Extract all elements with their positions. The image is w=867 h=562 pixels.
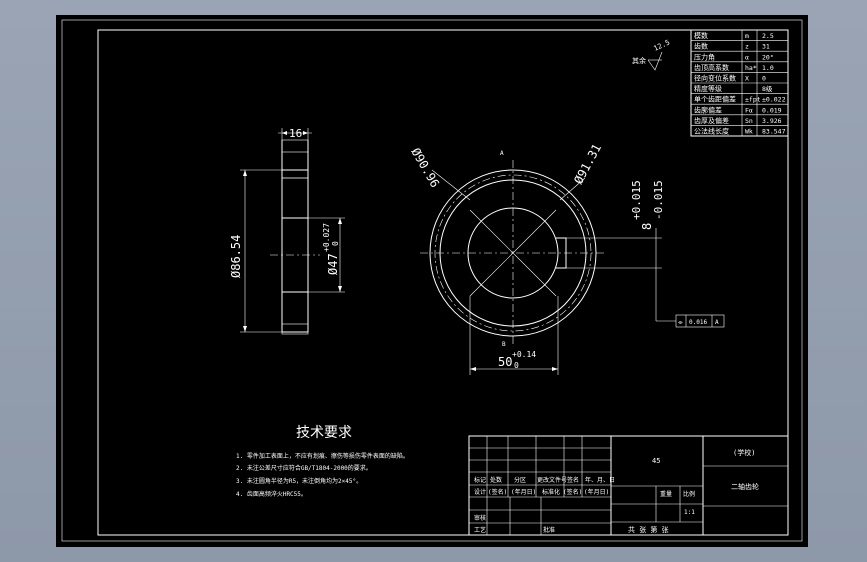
param-val: 83.547 — [762, 128, 786, 136]
param-sym: m — [745, 32, 749, 40]
inner-frame — [97, 29, 789, 536]
param-name: 精度等级 — [694, 84, 722, 93]
tb-scale: 比例 — [683, 490, 695, 498]
tech-title: 技术要求 — [296, 425, 352, 441]
tb-label: 分区 — [514, 476, 526, 484]
tb-label: (签名) — [563, 488, 582, 496]
param-name: 公法线长度 — [694, 127, 729, 136]
param-name: 单个齿距偏差 — [694, 95, 736, 104]
param-name: 齿顶高系数 — [694, 63, 729, 72]
keyway-tol-upper: +0.015 — [630, 180, 643, 220]
tech-item: 1. 零件加工表面上，不应有划痕、擦伤等损伤零件表面的缺陷。 — [236, 452, 409, 460]
tb-approve: 批准 — [543, 526, 555, 534]
bore-tol-upper: +0.027 — [322, 223, 331, 252]
tb-label: 设计 — [474, 488, 486, 496]
outer-border — [61, 19, 803, 542]
tb-scale-value: 1:1 — [684, 509, 695, 516]
param-sym: α — [745, 53, 749, 61]
tb-label: 标记 — [474, 476, 486, 484]
tb-label: 处数 — [490, 476, 502, 484]
roughness-label: 其余 — [632, 56, 646, 65]
tb-label: (年月日) — [511, 488, 536, 496]
tech-item: 4. 齿面高频淬火HRC55。 — [236, 490, 307, 498]
tb-label: (签名) — [488, 488, 507, 496]
keyway-tol-lower: -0.015 — [652, 180, 665, 220]
tol-frame-value: 0.016 — [689, 319, 707, 326]
param-val: 2.5 — [762, 32, 774, 40]
outer-dia-dim: Ø86.54 — [229, 235, 243, 278]
param-val: ±0.022 — [762, 96, 786, 104]
section-view: 16 Ø86.54 Ø47 +0.027 0 — [229, 127, 345, 335]
width-dim: 16 — [289, 127, 302, 140]
param-name: 径向变位系数 — [694, 74, 736, 83]
tb-label: 签名 — [567, 476, 579, 484]
tb-process: 工艺 — [474, 526, 486, 534]
school: (学校) — [733, 448, 755, 457]
parameter-table: 模数 m 2.5 齿数 z 31 压力角 α 20° 齿顶高系数 ha* 1.0 径向变位系数 X 0 精度等… — [690, 29, 789, 137]
datum-a: A — [500, 150, 504, 157]
tolerance-frame: ⌯ 0.016 A — [675, 314, 725, 328]
bore-dia-dim: Ø47 — [326, 253, 340, 275]
param-name: 齿数 — [694, 42, 708, 51]
keyway-w-dim: 8 — [640, 223, 654, 230]
tb-review: 审核 — [474, 514, 486, 522]
material: 45 — [652, 457, 660, 465]
tb-sheet: 共 张 第 张 — [628, 525, 669, 534]
tb-label: 更改文件号 — [537, 476, 567, 484]
param-sym: ha* — [745, 64, 757, 72]
param-val: 0 — [762, 75, 766, 83]
title-block: 45 (学校) 二轴齿轮 标记 处数 分区 更改文件号 签名 年、月、日 设计 … — [468, 435, 789, 536]
tb-weight: 重量 — [660, 490, 672, 498]
bore-tol-lower: 0 — [331, 241, 340, 246]
param-val: 20° — [762, 53, 774, 61]
drawing-sheet — [56, 15, 808, 547]
datum-b: B — [502, 341, 506, 348]
keyway-depth-dim: 50 — [498, 355, 512, 369]
keyway-depth-upper: +0.14 — [512, 350, 536, 359]
tech-item: 3. 未注圆角半径为R5，未注倒角均为2×45°。 — [236, 477, 362, 485]
tb-label: (年月日) — [584, 488, 609, 496]
tb-label: 标准化 — [542, 488, 560, 496]
tech-item: 2. 未注公差尺寸应符合GB/T1804-2000的要求。 — [236, 464, 372, 472]
param-name: 模数 — [694, 31, 708, 40]
param-val: 1.0 — [762, 64, 774, 72]
part-name: 二轴齿轮 — [731, 482, 759, 491]
param-sym: z — [745, 43, 749, 51]
param-sym: Sn — [745, 117, 753, 125]
param-name: 压力角 — [694, 52, 715, 61]
tb-label: 年、月、日 — [585, 476, 615, 484]
param-name: 齿厚及偏差 — [694, 116, 729, 125]
param-sym: Wk — [745, 128, 753, 136]
param-sym: ±fpt — [745, 96, 761, 104]
param-val: 3.926 — [762, 117, 782, 125]
svg-text:⌯: ⌯ — [678, 319, 683, 326]
tol-frame-datum: A — [715, 319, 719, 326]
param-sym: Fα — [745, 106, 753, 114]
keyway-depth-lower: 0 — [514, 361, 519, 370]
tech-requirements: 技术要求 1. 零件加工表面上，不应有划痕、擦伤等损伤零件表面的缺陷。 2. 未… — [236, 425, 409, 498]
param-val: 31 — [762, 43, 770, 51]
param-val: 0.019 — [762, 106, 782, 114]
param-sym: X — [745, 75, 749, 83]
param-name: 齿廓偏差 — [694, 105, 722, 114]
param-val: 8级 — [762, 84, 773, 93]
